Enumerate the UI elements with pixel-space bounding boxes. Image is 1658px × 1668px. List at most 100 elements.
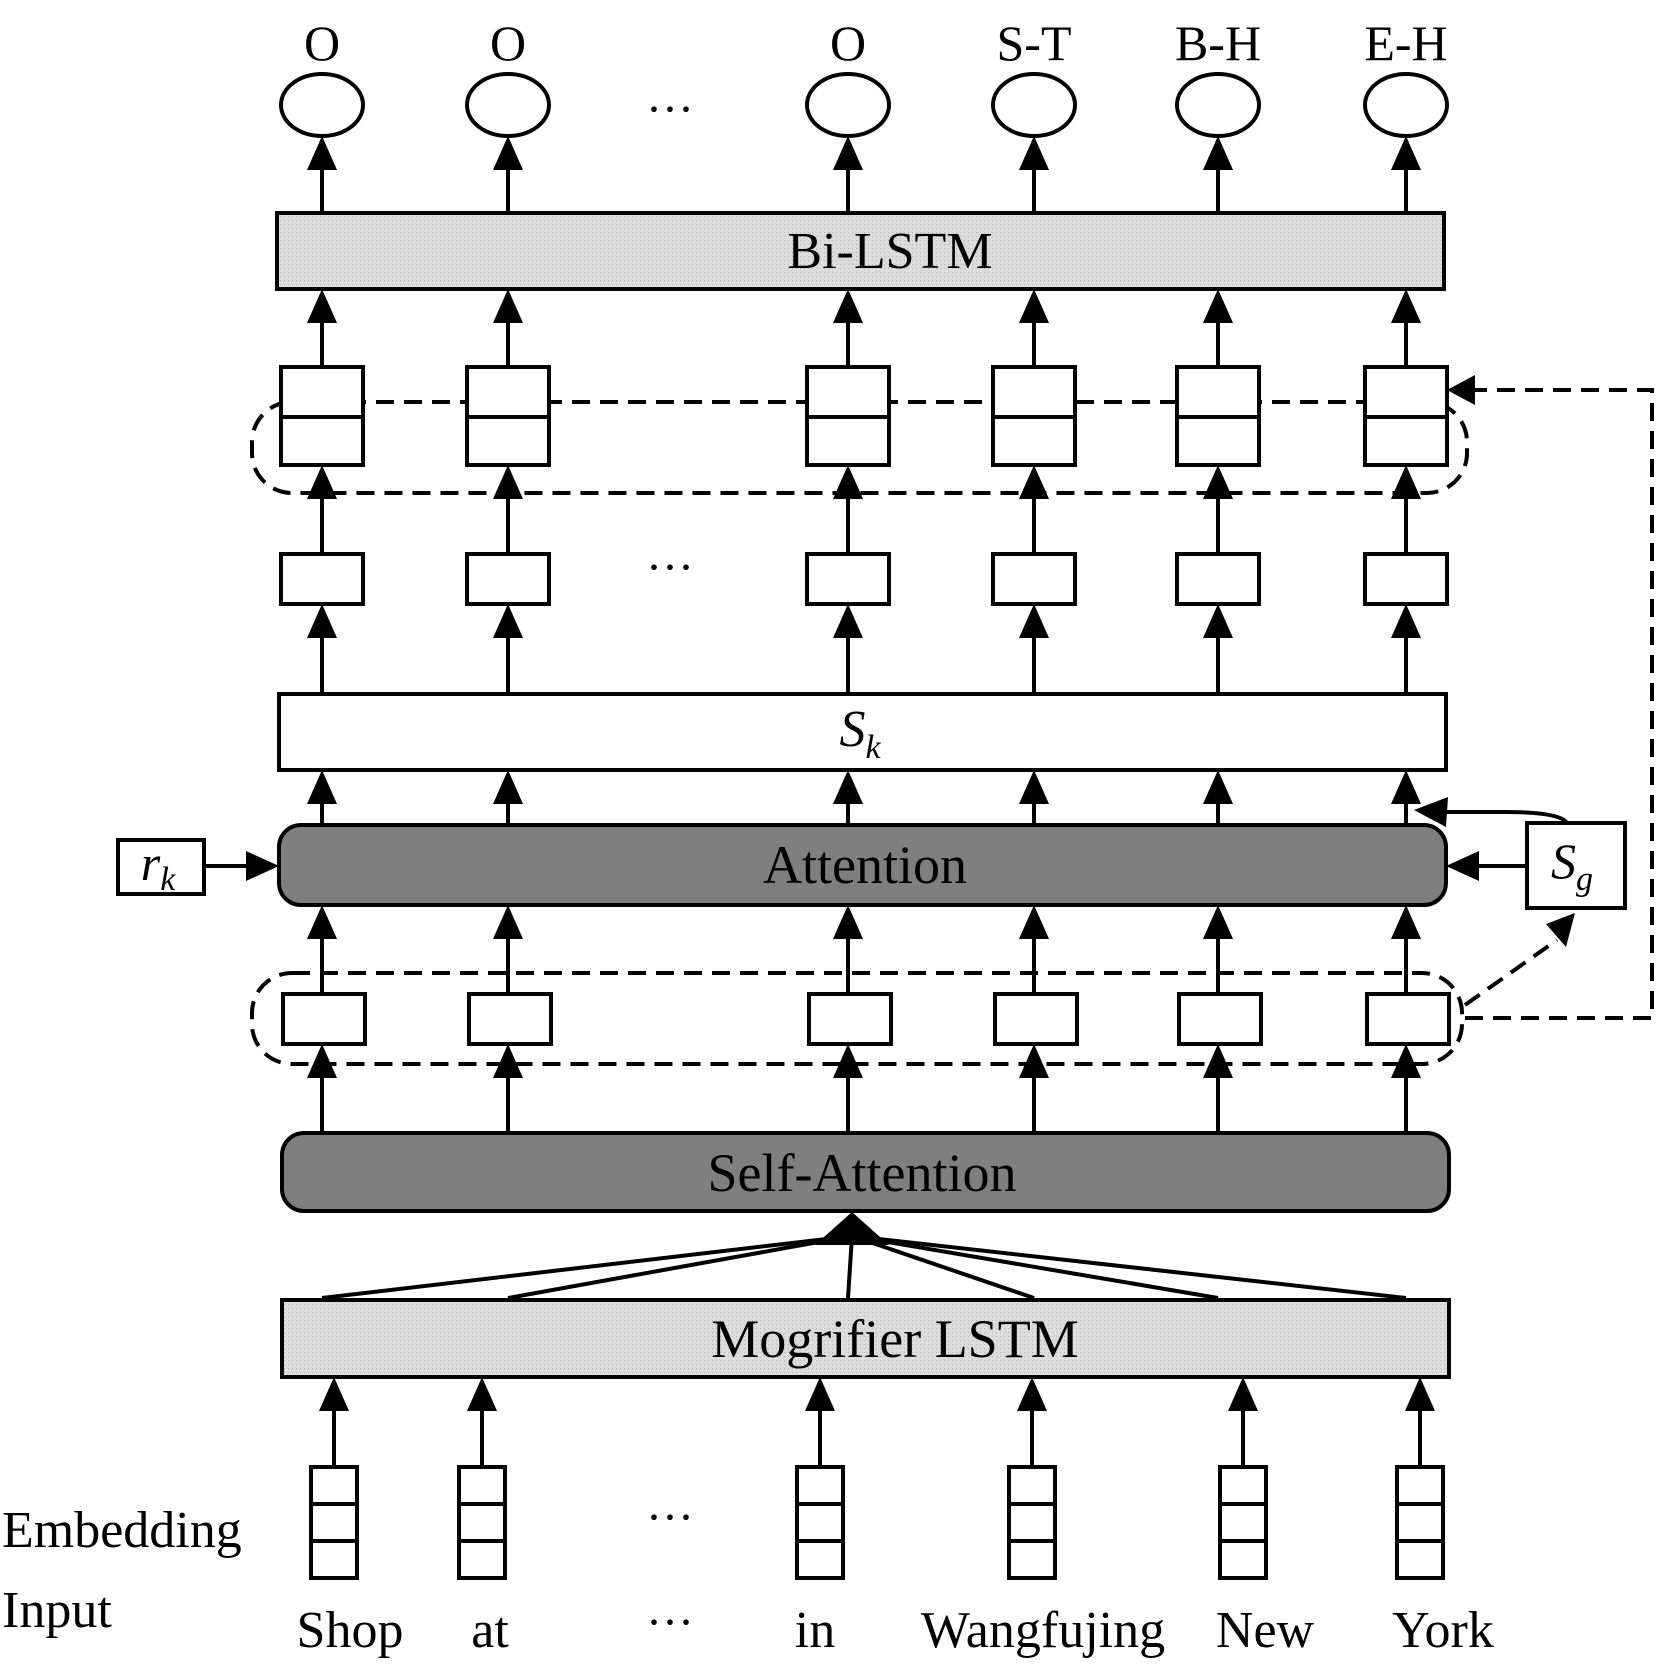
- sg-box: [1525, 821, 1627, 910]
- col-5-output-tag: B-H: [1175, 15, 1261, 71]
- col-6-cell-to-bilstm-arrowhead: [1391, 289, 1421, 323]
- col-5-input-word: New: [1216, 1602, 1315, 1659]
- col-1-embedding-vector: [309, 1465, 359, 1580]
- col-2-mogrifier-to-self-attention: [507, 1234, 853, 1300]
- col-6-embedding-vector: [1395, 1465, 1445, 1580]
- col-5-self-attention-output: [1177, 992, 1263, 1046]
- col-2-sk-to-vector-arrowhead: [493, 604, 523, 638]
- col-2-embedding-to-mogrifier-arrowhead: [467, 1377, 497, 1411]
- col-3-vector: [805, 552, 891, 606]
- col-4-vector-to-cell-arrowhead: [1019, 465, 1049, 499]
- col-3-self-attention-to-box-arrowhead: [833, 1044, 863, 1078]
- ellipsis-embedding: ···: [646, 1491, 694, 1544]
- col-1-self-attention-to-box-arrowhead: [307, 1044, 337, 1078]
- ellipsis-input: ···: [646, 1596, 694, 1649]
- sk-layer: [277, 692, 1448, 772]
- mogrifier-lstm-label: Mogrifier LSTM: [711, 1309, 1078, 1369]
- col-4-self-attention-to-box-arrowhead: [1019, 1044, 1049, 1078]
- col-2-attention-to-sk-arrowhead: [493, 770, 523, 804]
- ellipsis-middle: ···: [646, 541, 694, 594]
- self-attention-layer: [280, 1131, 1451, 1213]
- col-2-output-tag: O: [490, 15, 526, 71]
- col-2-self-attention-output: [467, 992, 553, 1046]
- col-4-attention-to-sk-arrowhead: [1019, 770, 1049, 804]
- col-1-attention-to-sk-arrowhead: [307, 770, 337, 804]
- col-2-bilstm-to-output-arrowhead: [493, 136, 523, 170]
- col-1-input-word: Shop: [297, 1602, 404, 1659]
- col-5-output-node: [1175, 72, 1261, 138]
- col-3-self-attention-output: [807, 992, 893, 1046]
- col-3-attention-to-sk-arrowhead: [833, 770, 863, 804]
- col-2-box-to-attention-arrowhead: [493, 905, 523, 939]
- col-5-mogrifier-to-self-attention: [851, 1234, 1219, 1300]
- col-3-output-tag: O: [830, 15, 866, 71]
- col-1-self-attention-output: [281, 992, 367, 1046]
- self-attention-label: Self-Attention: [708, 1143, 1017, 1203]
- col-6-sk-to-vector-arrowhead: [1391, 604, 1421, 638]
- col-2-cell-to-bilstm-arrowhead: [493, 289, 523, 323]
- rk-label: rk: [141, 835, 176, 898]
- col-3-bilstm-to-output-arrowhead: [833, 136, 863, 170]
- sk-label: Sk: [839, 701, 881, 766]
- feedback-dashed-path: [1462, 388, 1654, 1020]
- ellipsis-output: ···: [646, 83, 694, 136]
- col-4-embedding-vector: [1007, 1465, 1057, 1580]
- col-3-vector-to-cell-arrowhead: [833, 465, 863, 499]
- col-1-sk-to-vector-arrowhead: [307, 604, 337, 638]
- embedding-row-label: Embedding: [2, 1502, 242, 1559]
- col-4-embedding-to-mogrifier-arrowhead: [1017, 1377, 1047, 1411]
- col-5-attention-to-sk-arrowhead: [1203, 770, 1233, 804]
- col-2-self-attention-to-box-arrowhead: [493, 1044, 523, 1078]
- col-5-embedding-to-mogrifier-arrowhead: [1228, 1377, 1258, 1411]
- sg-label: Sg: [1551, 833, 1593, 898]
- col-3-cell-to-bilstm-arrowhead: [833, 289, 863, 323]
- self-attention-input-arrowhead: [815, 1212, 889, 1245]
- col-5-sk-to-vector-arrowhead: [1203, 604, 1233, 638]
- col-1-vector-to-cell-arrowhead: [307, 465, 337, 499]
- col-3-mogrifier-to-self-attention: [846, 1235, 854, 1299]
- col-4-sk-to-vector-arrowhead: [1019, 604, 1049, 638]
- feedback-arrowhead: [1447, 375, 1475, 405]
- col-6-self-attention-to-box-arrowhead: [1391, 1044, 1421, 1078]
- col-6-output-tag: E-H: [1364, 15, 1447, 71]
- col-6-vector: [1363, 552, 1449, 606]
- col-3-embedding-vector: [795, 1465, 845, 1580]
- col-3-output-node: [805, 72, 891, 138]
- col-6-embedding-to-mogrifier-arrowhead: [1405, 1377, 1435, 1411]
- col-3-embedding-to-mogrifier-arrowhead: [805, 1377, 835, 1411]
- col-6-bilstm-to-output-arrowhead: [1391, 136, 1421, 170]
- rk-to-attention-arrowhead: [246, 851, 279, 881]
- col-4-mogrifier-to-self-attention: [851, 1234, 1035, 1300]
- col-1-vector: [279, 552, 365, 606]
- mogrifier-to-self-attention-connections: [321, 1212, 1407, 1300]
- input-row-label: Input: [2, 1582, 112, 1639]
- col-1-output-node: [279, 72, 365, 138]
- col-2-vector: [465, 552, 551, 606]
- col-5-vector-to-cell-arrowhead: [1203, 465, 1233, 499]
- col-5-self-attention-to-box-arrowhead: [1203, 1044, 1233, 1078]
- col-6-mogrifier-to-self-attention: [851, 1234, 1407, 1300]
- col-4-bilstm-to-output-arrowhead: [1019, 136, 1049, 170]
- col-1-cell-to-bilstm-arrowhead: [307, 289, 337, 323]
- col-4-output-node: [991, 72, 1077, 138]
- col-3-sk-to-vector-arrowhead: [833, 604, 863, 638]
- mogrifier-lstm-layer: [280, 1298, 1451, 1379]
- sg-arrowhead: [1546, 913, 1575, 947]
- bilstm-layer: [275, 211, 1446, 291]
- col-6-box-to-attention-arrowhead: [1391, 905, 1421, 939]
- rk-box: [116, 838, 206, 896]
- col-6-attention-to-sk-arrowhead: [1391, 770, 1421, 804]
- col-6-self-attention-output: [1365, 992, 1451, 1046]
- col-5-embedding-vector: [1218, 1465, 1268, 1580]
- col-5-vector: [1175, 552, 1261, 606]
- col-5-cell-to-bilstm-arrowhead: [1203, 289, 1233, 323]
- col-1-output-tag: O: [304, 15, 340, 71]
- col-6-output-node: [1363, 72, 1449, 138]
- col-2-vector-to-cell-arrowhead: [493, 465, 523, 499]
- self-attention-output-group: [250, 971, 1464, 1066]
- bilstm-label: Bi-LSTM: [787, 223, 992, 280]
- col-4-box-to-attention-arrowhead: [1019, 905, 1049, 939]
- col-5-bilstm-to-output-arrowhead: [1203, 136, 1233, 170]
